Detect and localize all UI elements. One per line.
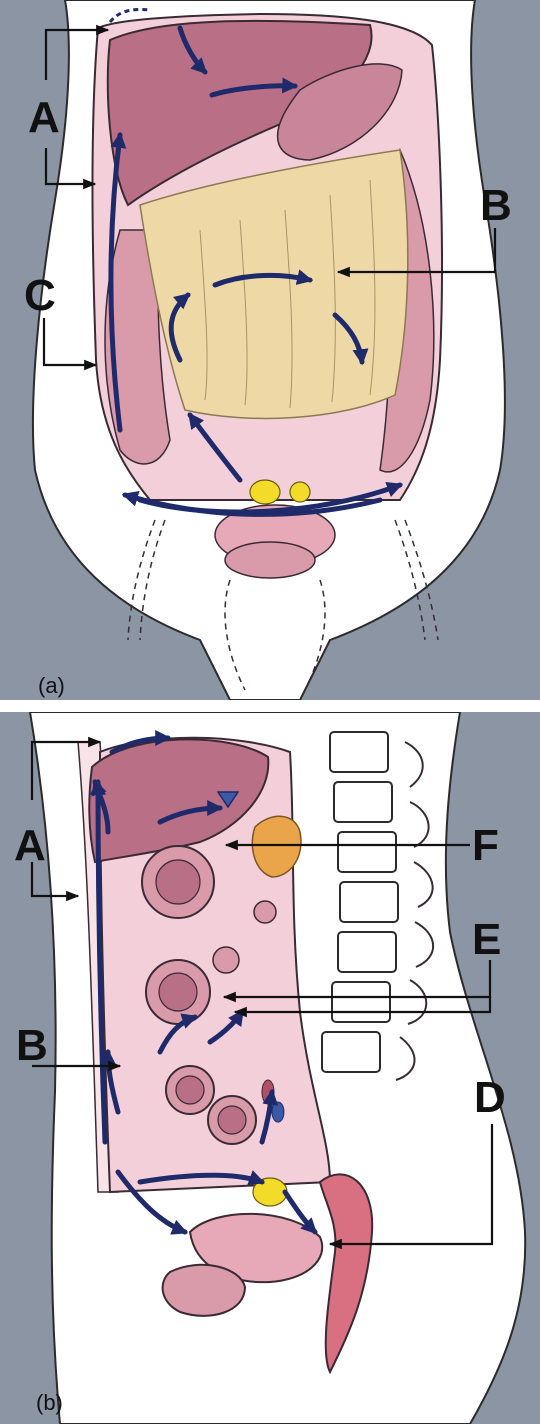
panel-b-caption: (b) [36,1390,63,1415]
label-b: B [480,181,512,230]
bowel-loop [213,947,239,973]
vertebra [322,1032,380,1072]
vertebra [338,832,396,872]
label-a: A [28,93,60,142]
label-d: D [474,1073,506,1122]
label-e: E [472,915,501,964]
label-f: F [472,821,499,870]
panel-a-frontal-view: A B C (a) [0,0,540,700]
bowel-lumen [159,973,197,1011]
sagittal-abdomen-illustration: A F E B D (b) [0,712,540,1424]
label-b: B [16,1021,48,1070]
left-ovary [250,480,280,504]
vertebra [340,882,398,922]
vertebra [338,932,396,972]
vertebra [332,982,390,1022]
bladder [225,542,315,578]
vena-cava [272,1102,284,1122]
panel-b-sagittal-view: A F E B D (b) [0,712,540,1424]
vertebra [334,782,392,822]
frontal-abdomen-illustration: A B C (a) [0,0,540,700]
label-c: C [24,271,56,320]
right-ovary [290,482,310,502]
label-a: A [14,821,46,870]
bowel-lumen [176,1076,204,1104]
bowel-lumen [218,1106,246,1134]
bowel-loop [254,901,276,923]
bowel-lumen [156,860,200,904]
panel-a-caption: (a) [38,673,65,698]
bladder [163,1265,245,1316]
vertebra [330,732,388,772]
